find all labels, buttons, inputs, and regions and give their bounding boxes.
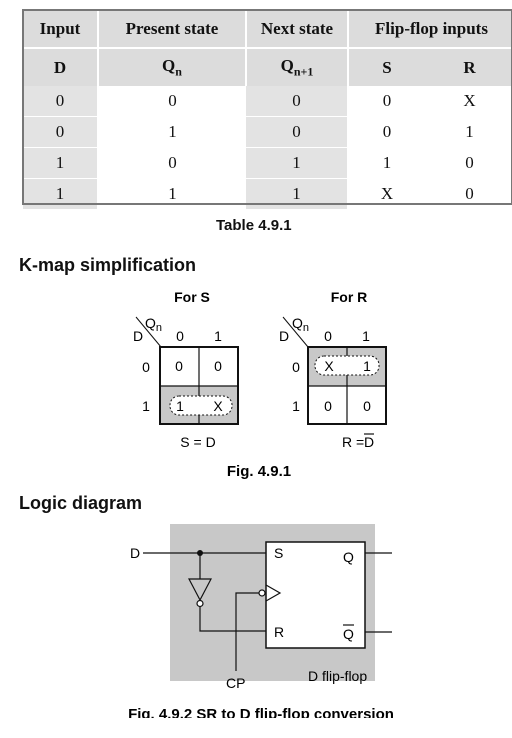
r-map-cell-00: X [324, 358, 334, 374]
cell: 0 [23, 116, 99, 148]
r-map-cell-01: 1 [363, 358, 371, 374]
logic-diagram: D S R Q Q CP D flip-flop Fig. 4.9.2 SR t… [128, 524, 394, 718]
table-row: 1 0 1 1 0 [23, 147, 512, 179]
cell: 1 [98, 116, 246, 148]
logic-heading: Logic diagram [19, 493, 143, 513]
r-map-equation: R = [342, 434, 364, 450]
s-map-col-var: Qn [145, 315, 162, 334]
logic-caption: Fig. 4.9.2 SR to D flip-flop conversion [128, 706, 394, 718]
flip-flop-box [265, 541, 366, 649]
kmap-heading: K-map simplification [19, 255, 197, 275]
table-row: 1 1 1 X 0 [23, 178, 512, 210]
cell: 0 [348, 86, 425, 117]
cell: 0 [425, 147, 512, 179]
cell: 1 [246, 147, 349, 179]
r-map-equation-rhs: D [364, 434, 374, 450]
cell: 0 [246, 86, 349, 117]
cell: 1 [425, 116, 512, 148]
header-next-state: Next state [246, 10, 349, 49]
ff-qbar-label: Q [343, 626, 354, 642]
s-map-diagonal [135, 316, 162, 348]
cell: 1 [23, 147, 99, 179]
symbol-qn1: Qn+1 [246, 48, 349, 86]
cell: 1 [246, 178, 349, 210]
s-map-row-label-1: 1 [142, 398, 150, 414]
symbol-qn-sub: n [175, 64, 182, 79]
ff-r-label: R [274, 624, 284, 640]
table-row: 0 1 0 0 1 [23, 116, 512, 148]
clock-wire [235, 592, 259, 671]
symbol-qn: Qn [98, 48, 247, 86]
input-d-label: D [130, 545, 140, 561]
kmap-caption: Fig. 4.9.1 [227, 463, 291, 480]
r-map-group-loop [314, 355, 380, 376]
clock-triangle-icon [265, 584, 282, 602]
ff-s-label: S [274, 545, 283, 561]
s-map-cell-01: 0 [214, 358, 222, 374]
kmap-figure: For S D Qn 0 1 0 1 0 0 1 X S = D For R D… [133, 289, 387, 480]
r-map-col-var: Qn [292, 315, 309, 334]
s-map-col-label-1: 1 [214, 328, 222, 344]
clock-bubble [258, 589, 266, 597]
r-map-title: For R [331, 289, 368, 305]
cell: 1 [98, 178, 246, 210]
header-flip-flop-inputs: Flip-flop inputs [348, 10, 512, 49]
cell: 1 [23, 178, 99, 210]
table-header-row: Input Present state Next state Flip-flop… [23, 10, 512, 49]
header-input: Input [23, 10, 99, 49]
clock-label: CP [226, 675, 245, 691]
s-map-row-var: D [133, 328, 143, 344]
cell: 0 [425, 178, 512, 210]
cell: 0 [98, 86, 246, 117]
r-map-col-label-0: 0 [324, 328, 332, 344]
r-map-cell-11: 0 [363, 398, 371, 414]
wire-to-r [199, 607, 266, 632]
table-symbol-row: D Qn Qn+1 S R [23, 48, 512, 86]
s-map-group-loop [169, 395, 233, 416]
cell: X [425, 86, 512, 117]
ff-type-label: D flip-flop [308, 668, 367, 684]
symbol-qn-base: Q [162, 55, 176, 75]
r-map-row-label-0: 0 [292, 359, 300, 375]
s-map-row-label-0: 0 [142, 359, 150, 375]
s-map-title: For S [174, 289, 210, 305]
symbol-qn1-sub: n+1 [293, 64, 314, 79]
truth-table: Input Present state Next state Flip-flop… [23, 10, 512, 210]
table-row: 0 0 0 0 X [23, 86, 512, 117]
cell: 0 [246, 116, 349, 148]
r-map-row-var: D [279, 328, 289, 344]
symbol-qn1-base: Q [280, 55, 294, 75]
ff-q-label: Q [343, 549, 354, 565]
s-map-cell-00: 0 [175, 358, 183, 374]
table-caption: Table 4.9.1 [216, 217, 292, 234]
r-map-cell-10: 0 [324, 398, 332, 414]
cell: 0 [23, 86, 99, 117]
cell: 1 [348, 147, 425, 179]
symbol-d: D [23, 48, 99, 86]
r-map-row-label-1: 1 [292, 398, 300, 414]
symbol-s: S [348, 48, 425, 86]
r-map-diagonal [282, 316, 309, 348]
not-gate-bubble [196, 599, 204, 608]
not-gate [188, 578, 212, 602]
s-map-col-label-0: 0 [176, 328, 184, 344]
cell: X [348, 178, 425, 210]
s-map-cell-11: X [213, 398, 223, 414]
r-map-col-label-1: 1 [362, 328, 370, 344]
cell: 0 [98, 147, 246, 179]
symbol-r: R [425, 48, 512, 86]
cell: 0 [348, 116, 425, 148]
s-map-equation: S = D [180, 434, 215, 450]
header-present-state: Present state [98, 10, 247, 49]
s-map-cell-10: 1 [176, 398, 184, 414]
